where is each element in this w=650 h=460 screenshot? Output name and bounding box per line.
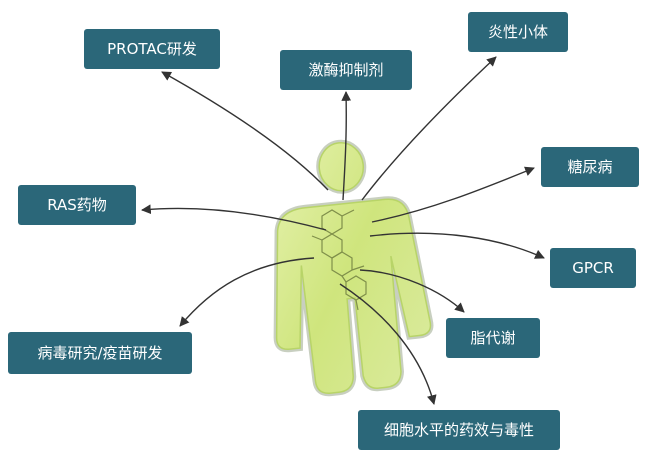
arrow-virus — [179, 257, 315, 327]
label-ras-drugs: RAS药物 — [18, 185, 136, 225]
arrow-diabetes — [371, 166, 535, 223]
human-figure — [273, 139, 434, 397]
label-inflammasome: 炎性小体 — [468, 12, 568, 52]
arrow-enzyme — [341, 91, 352, 201]
molecule-structure — [311, 209, 367, 311]
arrow-inflammasome — [361, 56, 497, 201]
arrow-protac — [161, 71, 329, 191]
arrow-lipid — [359, 269, 465, 313]
label-diabetes: 糖尿病 — [541, 147, 639, 187]
label-virus-vaccine: 病毒研究/疫苗研发 — [8, 332, 192, 374]
label-protac: PROTAC研发 — [84, 29, 220, 69]
arrows — [141, 56, 545, 405]
figure-body — [275, 142, 432, 394]
arrow-cell — [339, 283, 437, 405]
label-gpcr: GPCR — [550, 248, 636, 288]
label-enzyme-inhibitor: 激酶抑制剂 — [280, 50, 412, 90]
label-cell-level-efficacy-toxicity: 细胞水平的药效与毒性 — [358, 410, 560, 450]
arrow-ras — [141, 204, 327, 231]
label-lipid-metabolism: 脂代谢 — [446, 318, 540, 358]
arrow-gpcr — [369, 232, 545, 259]
